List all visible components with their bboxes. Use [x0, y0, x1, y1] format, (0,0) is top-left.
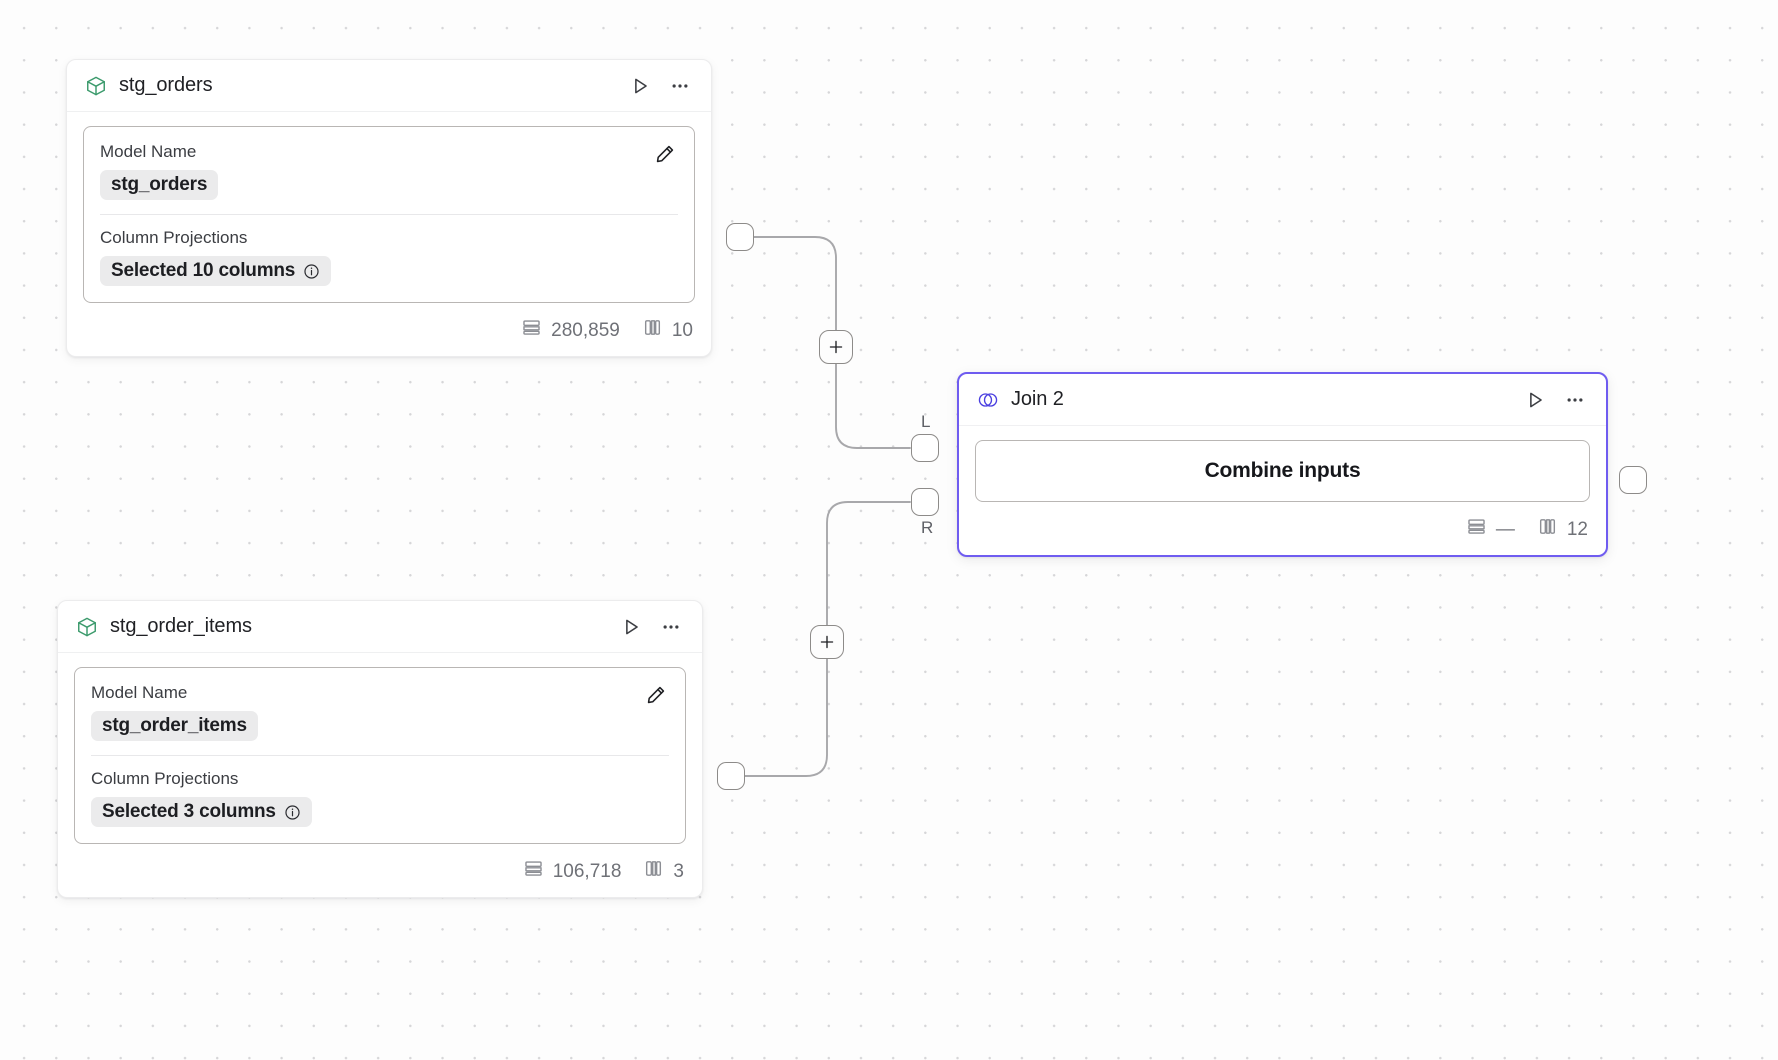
- rows-icon: [523, 858, 544, 885]
- node-header-actions: [618, 614, 684, 640]
- columns-value: 10: [671, 319, 693, 341]
- columns-stat: 12: [1537, 516, 1588, 543]
- port-label-left: L: [921, 412, 931, 431]
- field-label-column-projections: Column Projections: [100, 228, 248, 247]
- node-header: stg_order_items: [58, 601, 702, 653]
- column-projections-chip[interactable]: Selected 10 columns: [100, 256, 332, 286]
- node-footer: 106,718 3: [58, 854, 702, 897]
- cube-icon: [76, 616, 98, 638]
- model-name-chip[interactable]: stg_orders: [100, 170, 219, 200]
- combine-inputs-button[interactable]: Combine inputs: [975, 440, 1590, 502]
- more-icon[interactable]: [1562, 387, 1588, 413]
- node-header: Join 2: [959, 374, 1606, 426]
- columns-value: 3: [673, 860, 684, 882]
- model-name-chip[interactable]: stg_order_items: [91, 711, 258, 741]
- run-icon[interactable]: [627, 73, 653, 99]
- rows-icon: [521, 317, 542, 344]
- port-input-join-left[interactable]: [911, 434, 939, 462]
- model-config-card[interactable]: Model Name stg_orders Column Projections: [83, 126, 695, 303]
- field-label-model-name: Model Name: [91, 683, 188, 702]
- venn-join-icon: [977, 389, 999, 411]
- rows-stat: 280,859: [521, 317, 620, 344]
- rows-value: 280,859: [551, 319, 620, 341]
- field-label-model-name: Model Name: [100, 142, 197, 161]
- more-icon[interactable]: [667, 73, 693, 99]
- node-body: Combine inputs: [959, 426, 1606, 512]
- rows-stat: 106,718: [523, 858, 622, 885]
- model-name-value: stg_order_items: [102, 715, 247, 736]
- cube-icon: [85, 75, 107, 97]
- columns-stat: 10: [642, 317, 693, 344]
- port-output-join-2[interactable]: [1619, 466, 1647, 494]
- more-icon[interactable]: [658, 614, 684, 640]
- rows-stat: —: [1466, 516, 1515, 543]
- model-name-value: stg_orders: [111, 174, 208, 195]
- node-body: Model Name stg_order_items Column Projec…: [58, 653, 702, 854]
- columns-value: 12: [1566, 518, 1588, 540]
- column-projections-value: Selected 10 columns: [111, 260, 296, 281]
- node-stg-orders[interactable]: stg_orders: [66, 59, 712, 357]
- rows-icon: [1466, 516, 1487, 543]
- columns-icon: [1537, 516, 1558, 543]
- field-divider: [100, 214, 678, 215]
- edit-icon[interactable]: [643, 682, 669, 708]
- add-node-button-lower[interactable]: [810, 625, 844, 659]
- columns-icon: [642, 317, 663, 344]
- run-icon[interactable]: [1522, 387, 1548, 413]
- port-label-right: R: [921, 518, 934, 537]
- node-title: stg_order_items: [110, 615, 252, 637]
- columns-stat: 3: [643, 858, 684, 885]
- columns-icon: [643, 858, 664, 885]
- node-title: stg_orders: [119, 74, 213, 96]
- node-header: stg_orders: [67, 60, 711, 112]
- node-footer: 280,859 10: [67, 313, 711, 356]
- column-projections-value: Selected 3 columns: [102, 801, 276, 822]
- node-stg-order-items[interactable]: stg_order_items: [57, 600, 703, 898]
- field-divider: [91, 755, 669, 756]
- combine-inputs-label: Combine inputs: [1204, 459, 1361, 482]
- column-projections-chip[interactable]: Selected 3 columns: [91, 797, 312, 827]
- edit-icon[interactable]: [652, 141, 678, 167]
- node-header-actions: [1522, 387, 1588, 413]
- node-footer: — 12: [959, 512, 1606, 555]
- field-label-column-projections: Column Projections: [91, 769, 239, 788]
- run-icon[interactable]: [618, 614, 644, 640]
- port-input-join-right[interactable]: [911, 488, 939, 516]
- rows-value: —: [1495, 518, 1515, 540]
- port-output-stg-orders[interactable]: [726, 223, 754, 251]
- node-title: Join 2: [1011, 388, 1064, 410]
- model-config-card[interactable]: Model Name stg_order_items Column Projec…: [74, 667, 686, 844]
- node-body: Model Name stg_orders Column Projections: [67, 112, 711, 313]
- node-header-actions: [627, 73, 693, 99]
- node-join-2[interactable]: Join 2 Combine inputs: [957, 372, 1608, 557]
- rows-value: 106,718: [552, 860, 622, 882]
- info-icon[interactable]: [284, 804, 301, 821]
- port-output-stg-order-items[interactable]: [717, 762, 745, 790]
- add-node-button-upper[interactable]: [819, 330, 853, 364]
- info-icon[interactable]: [303, 263, 320, 280]
